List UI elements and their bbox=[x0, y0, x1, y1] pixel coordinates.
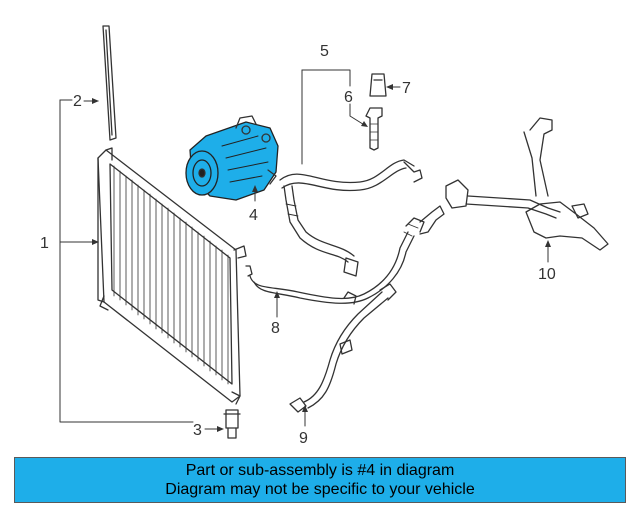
parts-diagram: 1 2 3 4 5 6 7 8 9 10 bbox=[40, 25, 609, 447]
callout-6: 6 bbox=[344, 89, 353, 106]
callout-3: 3 bbox=[193, 422, 202, 439]
callout-4: 4 bbox=[249, 207, 258, 224]
callout-2: 2 bbox=[73, 93, 82, 110]
callout-10: 10 bbox=[538, 266, 556, 283]
seal-strip-part[interactable] bbox=[102, 25, 117, 141]
banner-line-1: Part or sub-assembly is #4 in diagram bbox=[185, 462, 455, 479]
refrigerant-line-part-9[interactable] bbox=[289, 283, 397, 413]
refrigerant-line-part[interactable] bbox=[245, 205, 445, 305]
callout-5: 5 bbox=[320, 43, 329, 60]
info-banner: Part or sub-assembly is #4 in diagram Di… bbox=[14, 457, 626, 503]
callout-arrowheads bbox=[92, 84, 551, 432]
condenser-part[interactable] bbox=[97, 147, 247, 405]
callout-8: 8 bbox=[271, 320, 280, 337]
callout-7: 7 bbox=[402, 80, 411, 97]
hose-assembly-part[interactable] bbox=[279, 159, 423, 277]
cap-part[interactable] bbox=[369, 73, 387, 97]
pressure-sensor-part[interactable] bbox=[223, 409, 241, 439]
callout-leaders bbox=[59, 69, 549, 430]
banner-line-2: Diagram may not be specific to your vehi… bbox=[165, 481, 475, 498]
valve-part[interactable] bbox=[365, 107, 383, 151]
pipe-assembly-part[interactable] bbox=[445, 117, 609, 251]
callout-9: 9 bbox=[299, 430, 308, 447]
callout-1: 1 bbox=[40, 235, 49, 252]
ac-compressor-part[interactable] bbox=[185, 115, 279, 201]
